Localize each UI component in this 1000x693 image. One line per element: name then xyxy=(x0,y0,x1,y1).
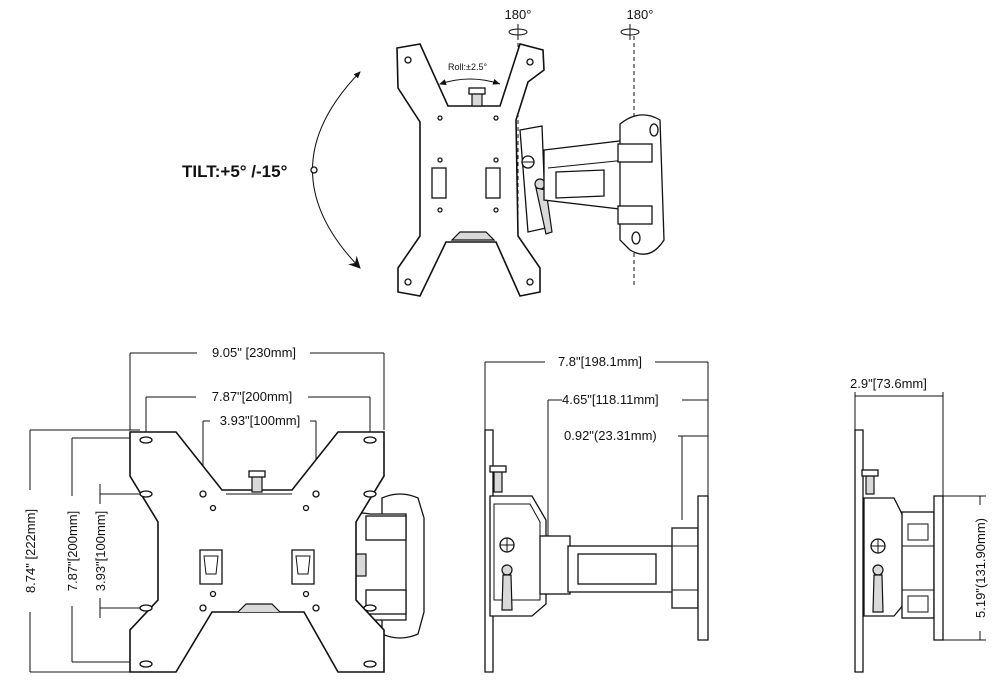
front-slot-left-icon xyxy=(199,549,223,585)
wall-plate-top-icon xyxy=(617,114,665,255)
vesa-plate-top-icon xyxy=(396,43,545,297)
side-arm-icon xyxy=(539,527,699,609)
plate-bottom-lip-icon xyxy=(450,231,496,241)
retracted-head-icon xyxy=(861,469,905,617)
front-knob-icon xyxy=(248,470,266,493)
width-vesa-large-label: 7.87"[200mm] xyxy=(212,389,293,404)
extension-max-label: 7.8"[198.1mm] xyxy=(558,354,642,369)
retracted-arm-icon xyxy=(901,511,935,619)
side-tilt-head-icon xyxy=(489,465,547,617)
front-slot-right-icon xyxy=(291,549,315,585)
top-view: 180° 180° TILT:+5° /-15° Roll:±2.5° xyxy=(182,7,665,297)
depth-label: 2.9"[73.6mm] xyxy=(850,376,927,391)
tilt-label: TILT:+5° /-15° xyxy=(182,162,288,181)
extension-mid-label: 4.65"[118.11mm] xyxy=(562,392,659,407)
retracted-vesa-edge-icon xyxy=(854,429,864,673)
swing-arm-icon xyxy=(543,139,629,211)
roll-label: Roll:±2.5° xyxy=(448,62,487,72)
roll-arc-icon xyxy=(439,78,501,85)
width-vesa-small-label: 3.93"[100mm] xyxy=(220,413,301,428)
front-plate-holes-icon xyxy=(139,436,377,668)
tilt-bracket-icon xyxy=(519,125,553,235)
retracted-view: 2.9"[73.6mm] 5.19"(131.90mm) xyxy=(850,376,988,673)
plate-slot-right-icon xyxy=(485,167,501,199)
plate-slot-left-icon xyxy=(431,167,447,199)
width-overall-label: 9.05" [230mm] xyxy=(212,345,296,360)
side-wall-plate-icon xyxy=(697,495,709,641)
plate-holes-icon xyxy=(404,56,534,286)
rotation-right-label: 180° xyxy=(627,7,654,22)
wall-plate-height-label: 5.19"(131.90mm) xyxy=(973,518,988,618)
height-vesa-large-label: 7.87"[200mm] xyxy=(65,511,80,592)
height-vesa-small-label: 3.93"[100mm] xyxy=(93,511,108,592)
rotation-right-icon xyxy=(620,24,640,40)
rotation-left-label: 180° xyxy=(505,7,532,22)
tilt-arc-icon xyxy=(312,71,361,269)
roll-knob-icon xyxy=(468,87,486,107)
extension-min-label: 0.92"(23.31mm) xyxy=(564,428,657,443)
vesa-plate-front-icon xyxy=(129,431,385,673)
front-view: 9.05" [230mm] 7.87"[200mm] 3.93"[100mm] … xyxy=(23,345,425,673)
height-overall-label: 8.74" [222mm] xyxy=(23,509,38,593)
tilt-pivot-icon xyxy=(310,166,318,174)
side-view: 7.8"[198.1mm] 4.65"[118.11mm] 0.92"(23.3… xyxy=(484,354,709,673)
retracted-wall-plate-icon xyxy=(933,495,944,641)
